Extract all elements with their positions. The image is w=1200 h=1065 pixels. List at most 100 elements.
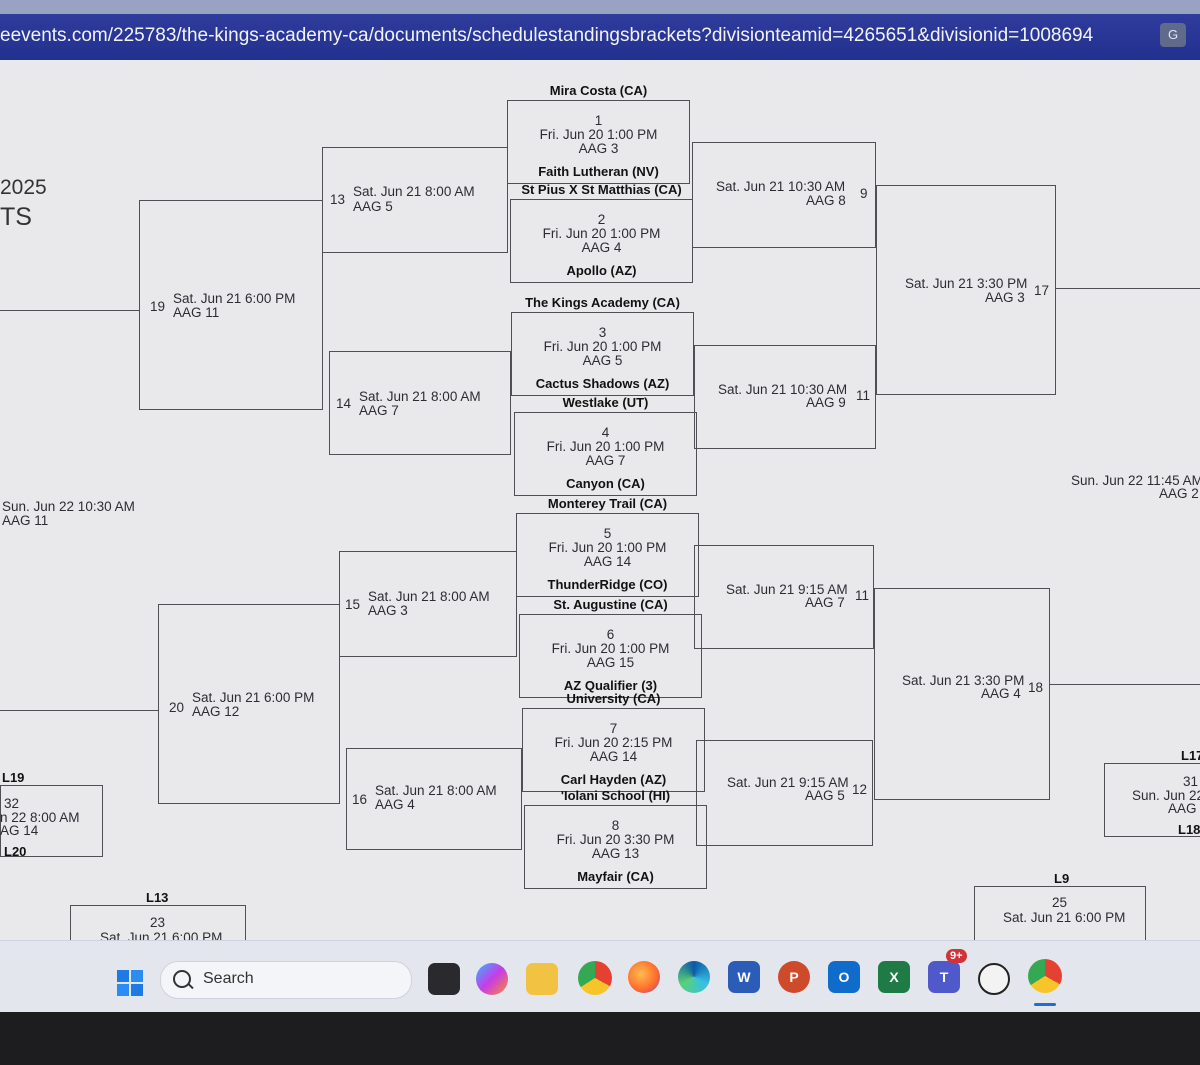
- firefox-icon[interactable]: [628, 961, 660, 993]
- game-15-date: Sat. Jun 21 8:00 AM: [368, 589, 490, 604]
- search-icon-handle: [187, 982, 194, 990]
- game-32-box[interactable]: [0, 785, 103, 857]
- game-9-box[interactable]: [692, 142, 876, 248]
- game-16-box[interactable]: [346, 748, 522, 850]
- game-10-venue: AAG 9: [806, 395, 846, 410]
- game-25-box[interactable]: [974, 886, 1146, 940]
- game-6-venue: AAG 15: [586, 655, 635, 670]
- game-9-date: Sat. Jun 21 10:30 AM: [716, 179, 846, 194]
- game-9-venue: AAG 8: [806, 193, 846, 208]
- copilot-icon[interactable]: [476, 963, 508, 995]
- game-14-venue: AAG 7: [359, 403, 399, 418]
- game-17-venue: AAG 3: [985, 290, 1025, 305]
- team-name: Mayfair (CA): [577, 869, 654, 884]
- game-15-box[interactable]: [339, 551, 517, 657]
- game-17-box[interactable]: [876, 185, 1056, 395]
- game-31-box[interactable]: [1104, 763, 1200, 837]
- game-11-box[interactable]: [694, 545, 874, 649]
- game-11-number: 11: [855, 588, 870, 603]
- game-17-date: Sat. Jun 21 3:30 PM: [905, 276, 1028, 291]
- game-7-box[interactable]: [522, 708, 705, 792]
- game-8-venue: AAG 13: [591, 846, 640, 861]
- team-name: St. Augustine (CA): [553, 597, 668, 612]
- team-name: AZ Qualifier (3): [563, 678, 658, 693]
- game-19-venue: AAG 11: [173, 305, 220, 320]
- game-18-box[interactable]: [874, 588, 1050, 800]
- game-12-date: Sat. Jun 21 9:15 AM: [727, 775, 849, 790]
- chrome-icon[interactable]: [578, 961, 612, 995]
- game-11-venue: AAG 7: [805, 595, 845, 610]
- game-12-box[interactable]: [696, 740, 873, 846]
- address-bar[interactable]: eevents.com/225783/the-kings-academy-ca/…: [0, 14, 1200, 60]
- game-10-box[interactable]: [694, 345, 876, 449]
- game-13-box[interactable]: [322, 147, 508, 253]
- game-3-box[interactable]: [511, 312, 694, 396]
- game-15-venue: AAG 3: [368, 603, 408, 618]
- game-4-date: Fri. Jun 20 1:00 PM: [546, 439, 665, 454]
- word-icon[interactable]: W: [728, 961, 760, 993]
- game-11-date: Sat. Jun 21 9:15 AM: [726, 582, 848, 597]
- game-23-date: Sat. Jun 21 6:00 PM: [100, 930, 223, 940]
- file-explorer-icon[interactable]: [526, 963, 558, 995]
- game-14-box[interactable]: [329, 351, 511, 455]
- game-2-venue: AAG 4: [581, 240, 622, 255]
- team-name: Faith Lutheran (NV): [538, 164, 659, 179]
- consolation-right-top-label: L17: [1181, 748, 1200, 763]
- team-name: ThunderRidge (CO): [547, 577, 668, 592]
- game-12-venue: AAG 5: [805, 788, 845, 803]
- game-6-number: 6: [606, 627, 615, 642]
- search-icon: [173, 970, 191, 988]
- consolation-left-top-label: L19: [2, 770, 25, 785]
- game-14-date: Sat. Jun 21 8:00 AM: [359, 389, 481, 404]
- team-name: The Kings Academy (CA): [525, 295, 680, 310]
- game-32-venue: AG 14: [0, 823, 39, 838]
- team-name: University (CA): [566, 691, 661, 706]
- game-5-date: Fri. Jun 20 1:00 PM: [548, 540, 667, 555]
- game-7-date: Fri. Jun 20 2:15 PM: [554, 735, 673, 750]
- game-16-venue: AAG 4: [375, 797, 415, 812]
- game-7-number: 7: [609, 721, 618, 736]
- game-18-number: 18: [1028, 680, 1044, 695]
- lower-left-label: L13: [146, 890, 169, 905]
- search-box[interactable]: Search: [160, 961, 412, 999]
- game-2-date: Fri. Jun 20 1:00 PM: [542, 226, 661, 241]
- task-view-icon[interactable]: [428, 963, 460, 995]
- game-17-number: 17: [1034, 283, 1050, 298]
- chrome-icon[interactable]: [1028, 959, 1062, 993]
- consolation-left-bottom-label: L20: [4, 844, 27, 859]
- connector: [1056, 288, 1200, 289]
- teams-icon[interactable]: T: [928, 961, 960, 993]
- game-19-box[interactable]: [139, 200, 323, 410]
- game-23-box[interactable]: [70, 905, 246, 940]
- game-18-date: Sat. Jun 21 3:30 PM: [902, 673, 1025, 688]
- team-name: Carl Hayden (AZ): [560, 772, 667, 787]
- team-name: Canyon (CA): [566, 476, 645, 491]
- start-icon[interactable]: [116, 969, 144, 997]
- team-name: Monterey Trail (CA): [547, 496, 668, 511]
- game-1-box[interactable]: [507, 100, 690, 184]
- edge-icon[interactable]: [678, 961, 710, 993]
- game-16-date: Sat. Jun 21 8:00 AM: [375, 783, 497, 798]
- app-icon[interactable]: [978, 963, 1010, 995]
- connector: [0, 310, 139, 311]
- powerpoint-icon[interactable]: P: [778, 961, 810, 993]
- game-20-number: 20: [169, 700, 185, 715]
- url-text[interactable]: eevents.com/225783/the-kings-academy-ca/…: [0, 25, 1094, 46]
- team-name: Apollo (AZ): [566, 263, 637, 278]
- game-19-number: 19: [150, 299, 166, 314]
- game-6-box[interactable]: [519, 614, 702, 698]
- game-13-venue: AAG 5: [353, 199, 393, 214]
- game-25-date: Sat. Jun 21 6:00 PM: [1003, 910, 1126, 925]
- game-20-box[interactable]: [158, 604, 340, 804]
- outlook-icon[interactable]: O: [828, 961, 860, 993]
- game-10-date: Sat. Jun 21 10:30 AM: [718, 382, 848, 397]
- left-final-venue: AAG 11: [2, 513, 49, 528]
- window-top-edge: [0, 0, 1200, 14]
- game-8-box[interactable]: [524, 805, 707, 889]
- game-32-date: n 22 8:00 AM: [0, 810, 80, 825]
- excel-icon[interactable]: X: [878, 961, 910, 993]
- translate-icon[interactable]: G: [1160, 23, 1186, 47]
- game-1-number: 1: [594, 113, 603, 128]
- game-4-box[interactable]: [514, 412, 697, 496]
- connector: [0, 710, 158, 711]
